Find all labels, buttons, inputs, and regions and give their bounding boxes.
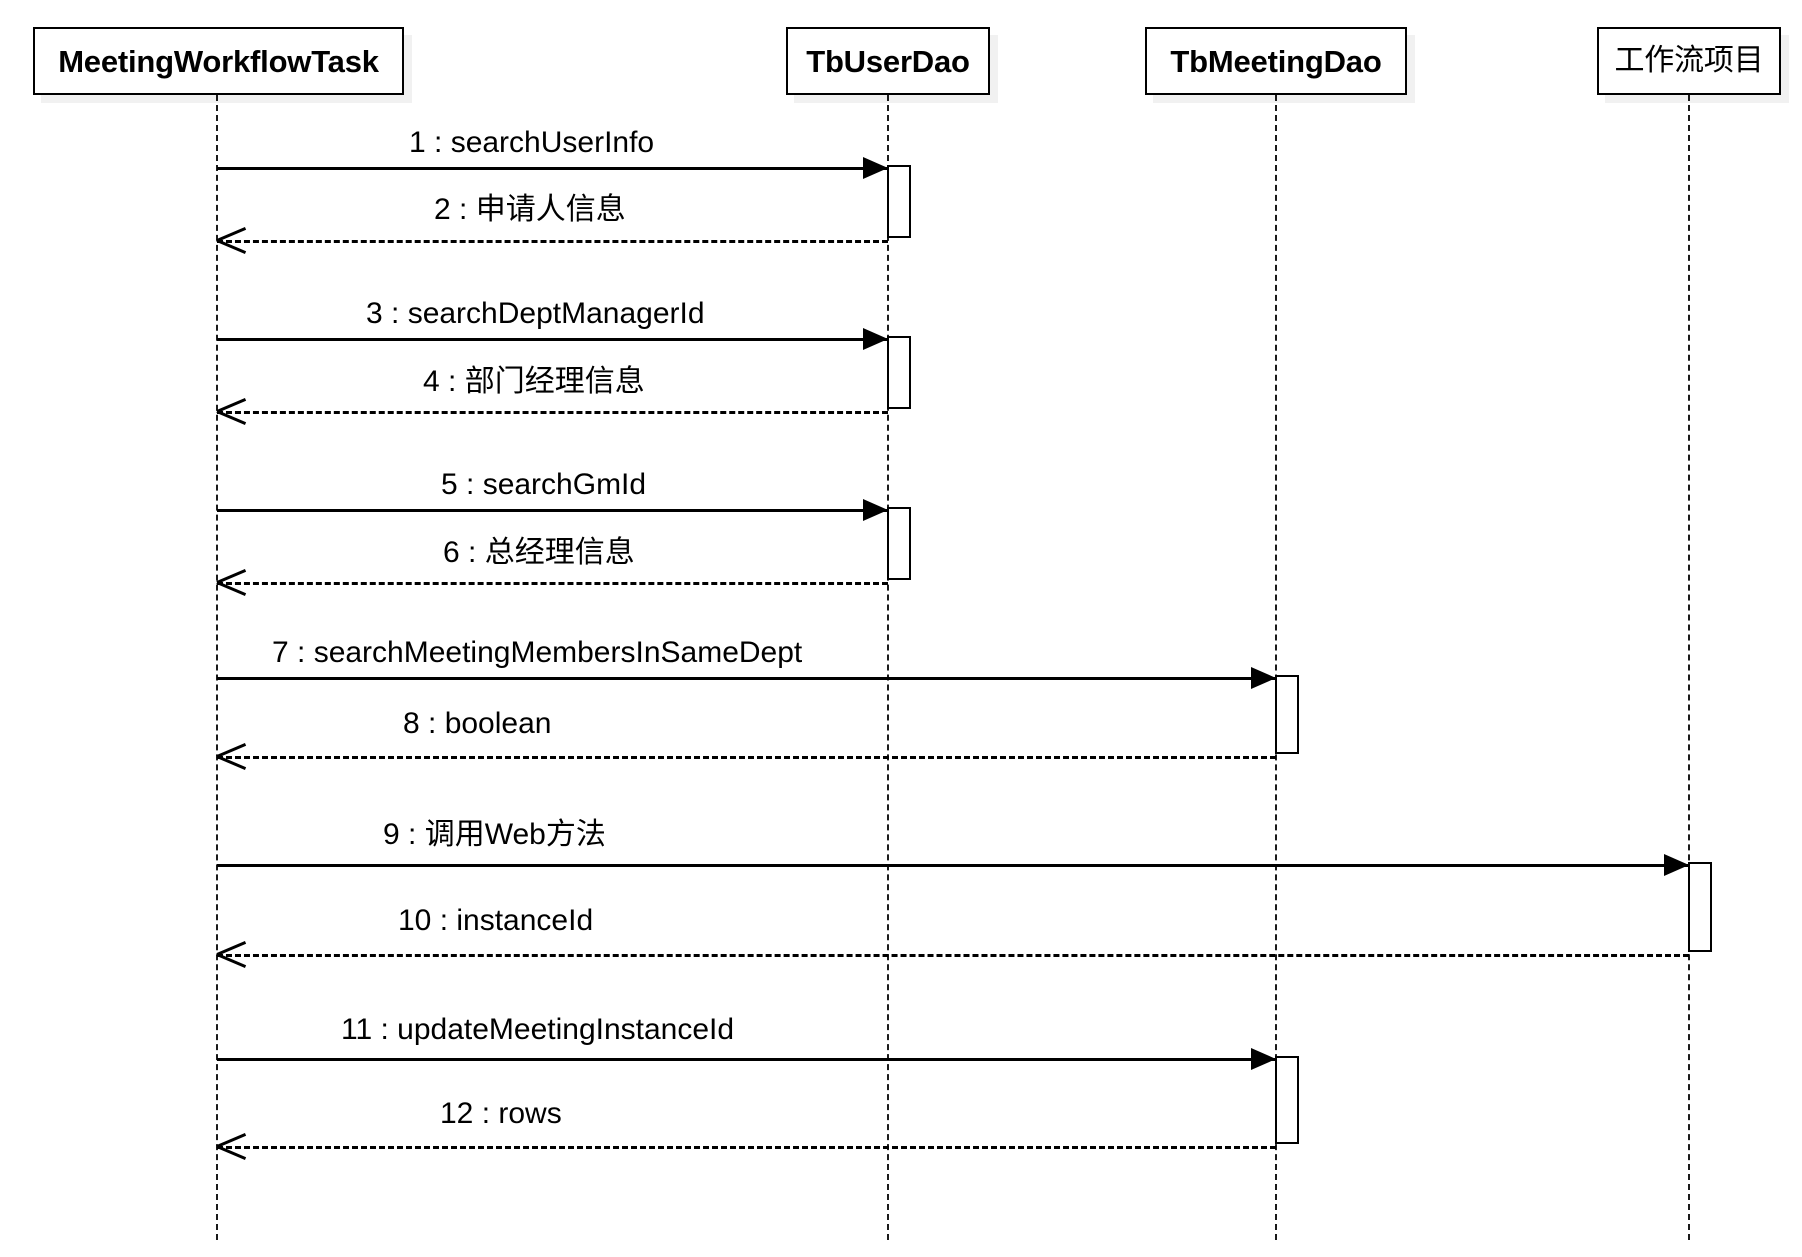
participant-wf[interactable]: 工作流项目: [1597, 27, 1789, 103]
filled-arrowhead-icon: [1251, 1048, 1276, 1070]
open-arrowhead-icon: [216, 1129, 247, 1163]
lifeline-mtgdao: [1275, 95, 1277, 1240]
participant-task[interactable]: MeetingWorkflowTask: [33, 27, 412, 103]
message-line: [217, 756, 1276, 759]
message-label-11: 11 : updateMeetingInstanceId: [341, 1013, 735, 1046]
participant-label: MeetingWorkflowTask: [58, 43, 379, 79]
message-label-6: 6 : 总经理信息: [443, 536, 635, 569]
open-arrowhead-icon: [216, 223, 247, 257]
lifeline-task: [216, 95, 218, 1240]
message-label-3: 3 : searchDeptManagerId: [366, 297, 705, 330]
open-arrowhead-icon: [216, 937, 247, 971]
arrowhead-stroke-lower: [216, 953, 247, 968]
activation-bar-userdao: [887, 336, 911, 409]
filled-arrowhead-icon: [1251, 667, 1276, 689]
arrowhead-stroke-lower: [216, 410, 247, 425]
arrowhead-stroke-lower: [216, 1145, 247, 1160]
message-label-1: 1 : searchUserInfo: [409, 126, 655, 159]
message-label-4: 4 : 部门经理信息: [423, 365, 645, 398]
message-line: [217, 338, 888, 341]
activation-bar-userdao: [887, 507, 911, 580]
participant-box: MeetingWorkflowTask: [33, 27, 404, 95]
message-line: [217, 582, 888, 585]
message-label-8: 8 : boolean: [403, 707, 552, 740]
arrowhead-stroke-lower: [216, 581, 247, 596]
message-line: [217, 954, 1689, 957]
participant-label: 工作流项目: [1614, 43, 1764, 78]
arrowhead-stroke-lower: [216, 755, 247, 770]
filled-arrowhead-icon: [1664, 854, 1689, 876]
arrowhead-stroke-lower: [216, 239, 247, 254]
message-line: [217, 1058, 1276, 1061]
message-line: [217, 411, 888, 414]
participant-label: TbMeetingDao: [1170, 43, 1382, 79]
filled-arrowhead-icon: [863, 499, 888, 521]
lifeline-userdao: [887, 95, 889, 1240]
open-arrowhead-icon: [216, 565, 247, 599]
participant-box: TbUserDao: [786, 27, 990, 95]
open-arrowhead-icon: [216, 394, 247, 428]
activation-bar-userdao: [887, 165, 911, 238]
participant-userdao[interactable]: TbUserDao: [786, 27, 998, 103]
activation-bar-wf: [1688, 862, 1712, 952]
message-label-12: 12 : rows: [440, 1097, 562, 1130]
message-label-7: 7 : searchMeetingMembersInSameDept: [272, 636, 803, 669]
message-line: [217, 240, 888, 243]
message-label-9: 9 : 调用Web方法: [383, 818, 606, 851]
filled-arrowhead-icon: [863, 328, 888, 350]
message-line: [217, 677, 1276, 680]
message-line: [217, 509, 888, 512]
participant-box: 工作流项目: [1597, 27, 1781, 95]
message-line: [217, 167, 888, 170]
message-line: [217, 864, 1689, 867]
message-line: [217, 1146, 1276, 1149]
activation-bar-mtgdao: [1275, 675, 1299, 754]
message-label-10: 10 : instanceId: [398, 904, 594, 937]
participant-mtgdao[interactable]: TbMeetingDao: [1145, 27, 1415, 103]
participant-label: TbUserDao: [806, 43, 970, 79]
message-label-5: 5 : searchGmId: [441, 468, 647, 501]
open-arrowhead-icon: [216, 739, 247, 773]
lifeline-wf: [1688, 95, 1690, 1240]
filled-arrowhead-icon: [863, 157, 888, 179]
message-label-2: 2 : 申请人信息: [434, 193, 626, 226]
participant-box: TbMeetingDao: [1145, 27, 1407, 95]
activation-bar-mtgdao: [1275, 1056, 1299, 1144]
